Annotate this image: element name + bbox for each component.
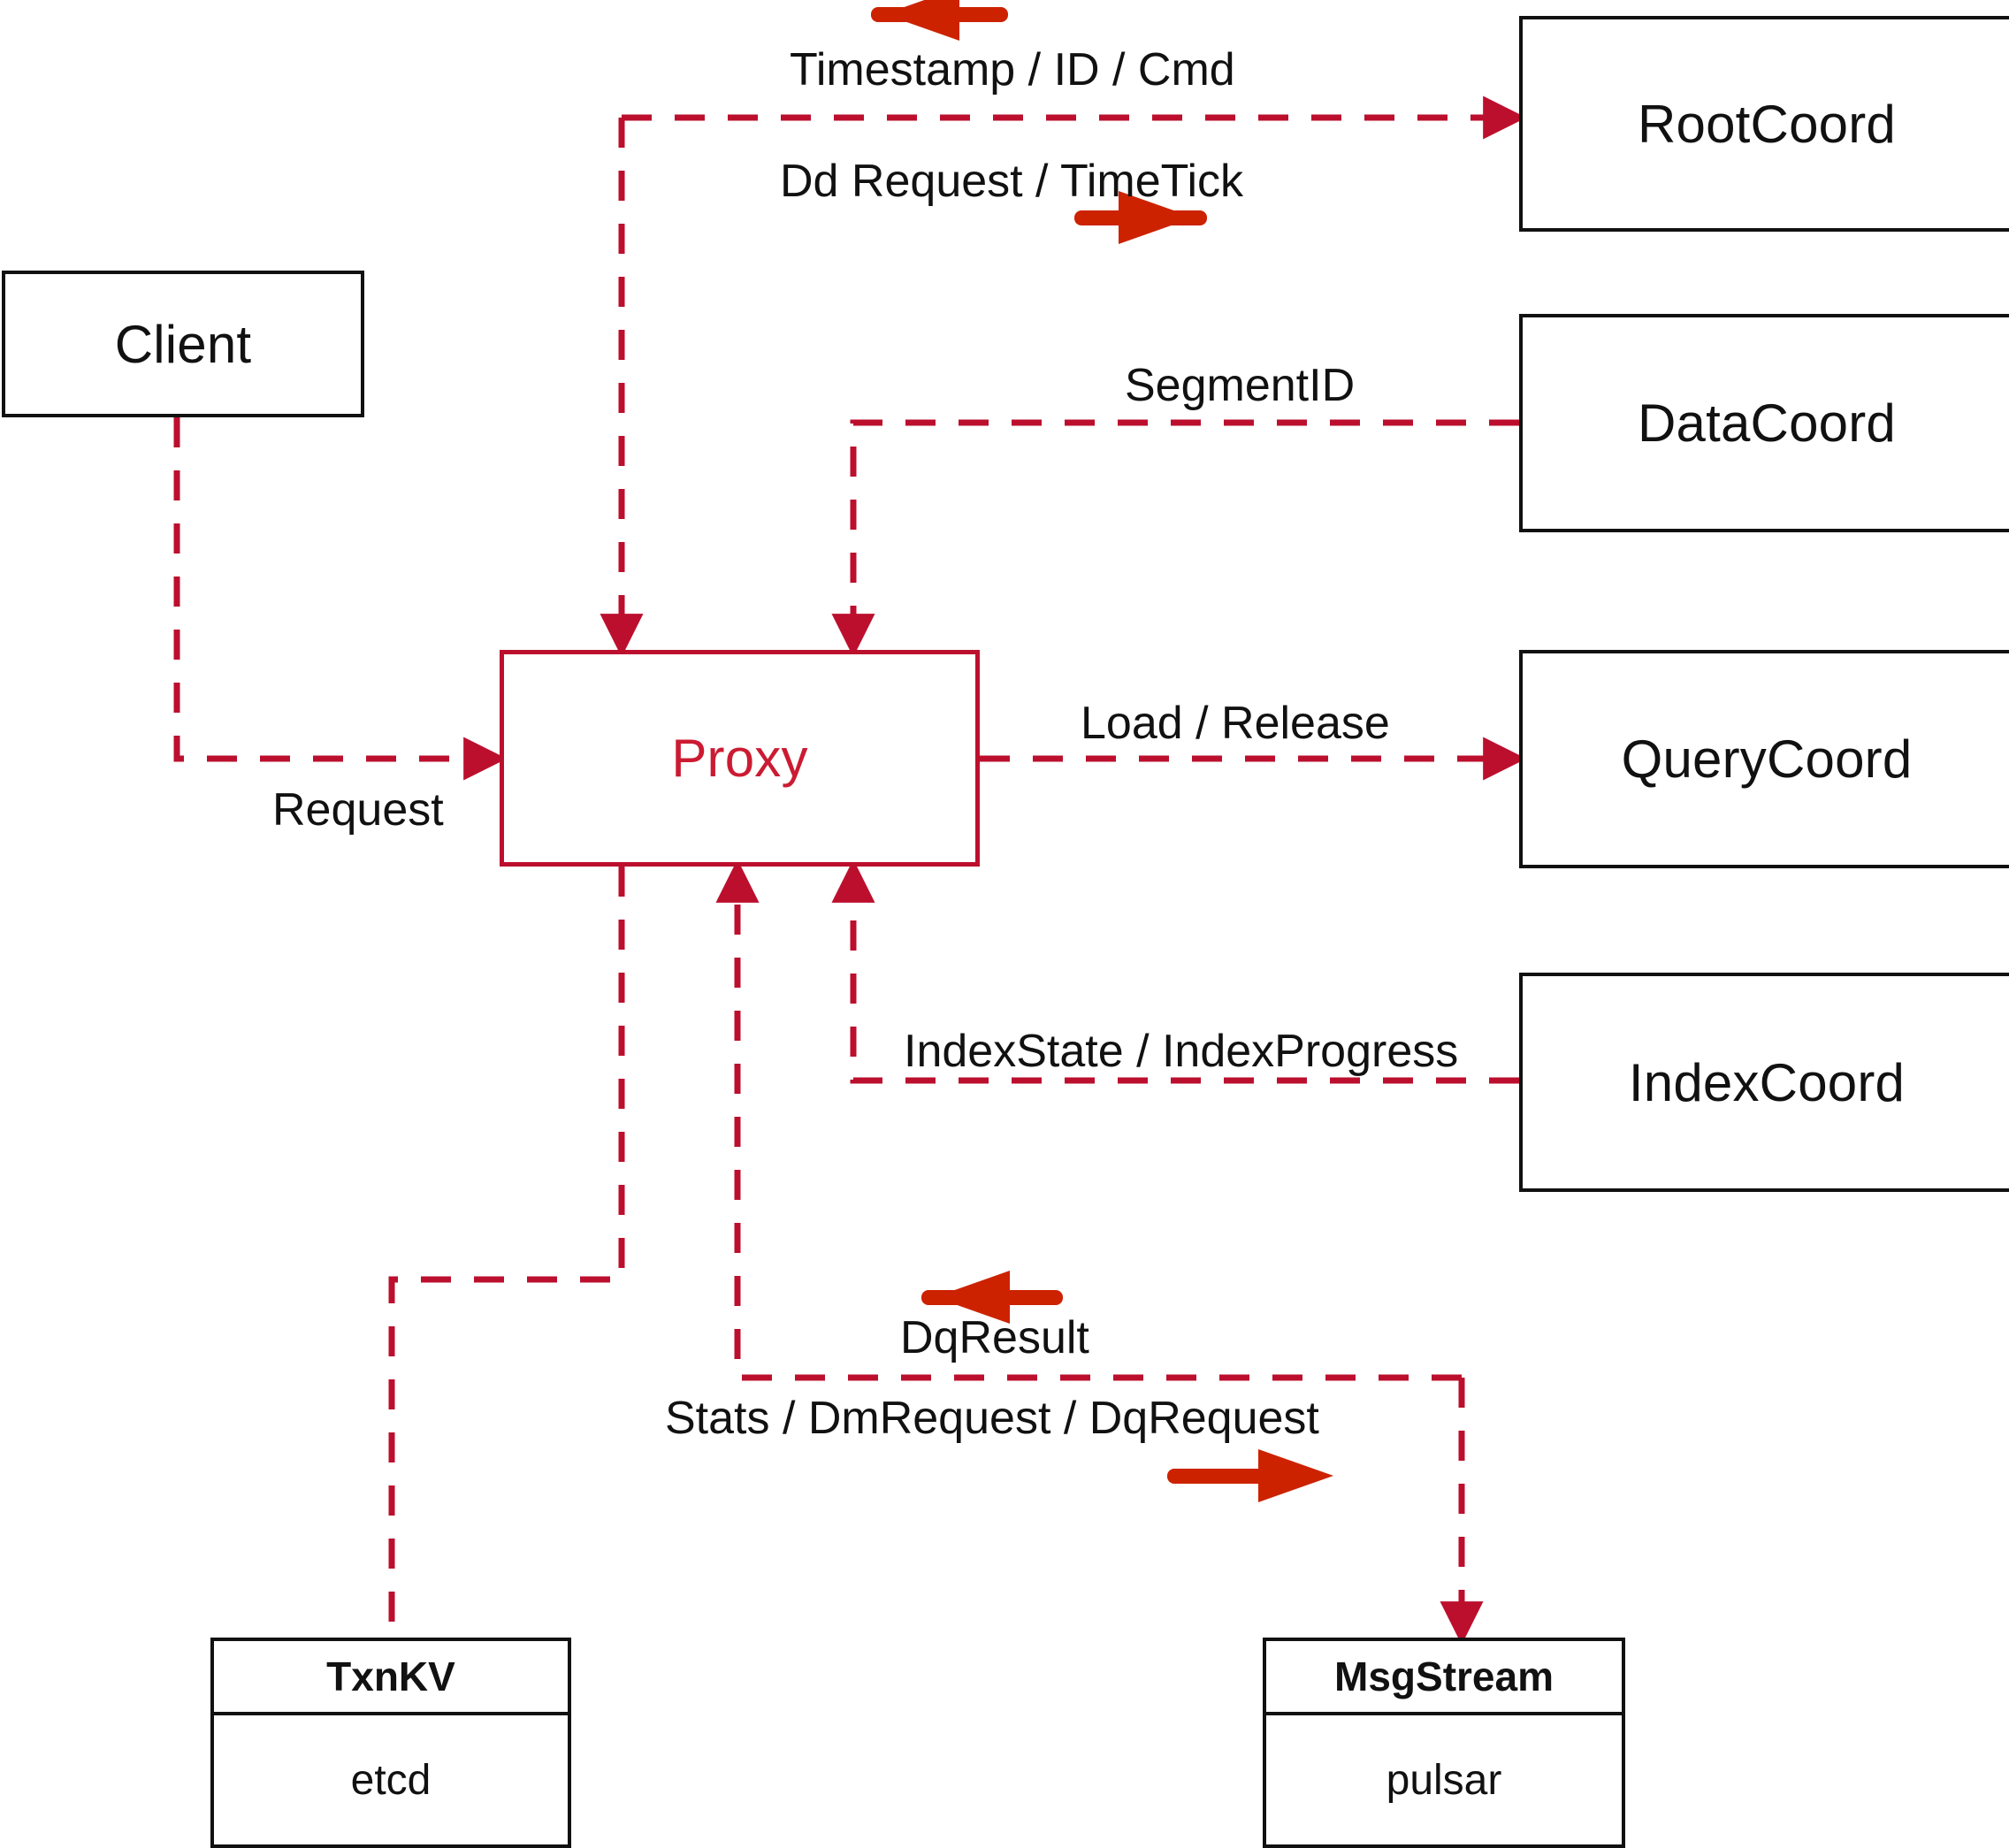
edge-label-stats-dm-dq: Stats / DmRequest / DqRequest — [665, 1393, 1319, 1444]
node-rootcoord[interactable]: RootCoord — [1519, 16, 2009, 232]
node-msgstream-body: pulsar — [1266, 1715, 1622, 1844]
edge-datacoord-to-proxy — [831, 419, 1519, 658]
node-proxy[interactable]: Proxy — [500, 650, 980, 867]
node-querycoord-label: QueryCoord — [1621, 729, 1913, 789]
edge-msgstream-to-proxy — [715, 859, 1462, 1381]
node-txnkv-header-label: TxnKV — [326, 1653, 455, 1699]
edge-label-dd-request-timetick: Dd Request / TimeTick — [780, 156, 1244, 207]
dqrequest-direction-arrow — [1167, 1449, 1333, 1502]
node-txnkv[interactable]: TxnKV etcd — [210, 1638, 571, 1848]
node-txnkv-header: TxnKV — [214, 1641, 568, 1715]
edge-proxy-to-txnkv — [388, 867, 625, 1638]
node-proxy-label: Proxy — [671, 729, 808, 788]
edge-label-segmentid: SegmentID — [1125, 360, 1356, 411]
node-querycoord[interactable]: QueryCoord — [1519, 650, 2009, 868]
node-msgstream-header: MsgStream — [1266, 1641, 1622, 1715]
node-datacoord-label: DataCoord — [1638, 393, 1896, 453]
node-msgstream-body-label: pulsar — [1386, 1756, 1502, 1804]
edge-client-to-proxy — [173, 417, 508, 781]
node-indexcoord-label: IndexCoord — [1628, 1052, 1906, 1112]
edge-label-request: Request — [272, 784, 444, 836]
node-msgstream[interactable]: MsgStream pulsar — [1263, 1638, 1625, 1848]
node-indexcoord[interactable]: IndexCoord — [1519, 973, 2009, 1192]
node-rootcoord-label: RootCoord — [1638, 94, 1896, 154]
node-client-label: Client — [114, 314, 252, 374]
timestamp-direction-arrow — [871, 0, 1008, 41]
node-txnkv-body: etcd — [214, 1715, 568, 1844]
node-msgstream-header-label: MsgStream — [1334, 1653, 1554, 1699]
node-client[interactable]: Client — [2, 271, 364, 417]
edge-label-index-state: IndexState / IndexProgress — [904, 1026, 1459, 1077]
edge-label-timestamp-id-cmd: Timestamp / ID / Cmd — [790, 44, 1235, 95]
edge-label-load-release: Load / Release — [1081, 698, 1390, 749]
edge-label-dqresult: DqResult — [900, 1312, 1089, 1363]
node-txnkv-body-label: etcd — [350, 1756, 432, 1804]
node-datacoord[interactable]: DataCoord — [1519, 314, 2009, 532]
